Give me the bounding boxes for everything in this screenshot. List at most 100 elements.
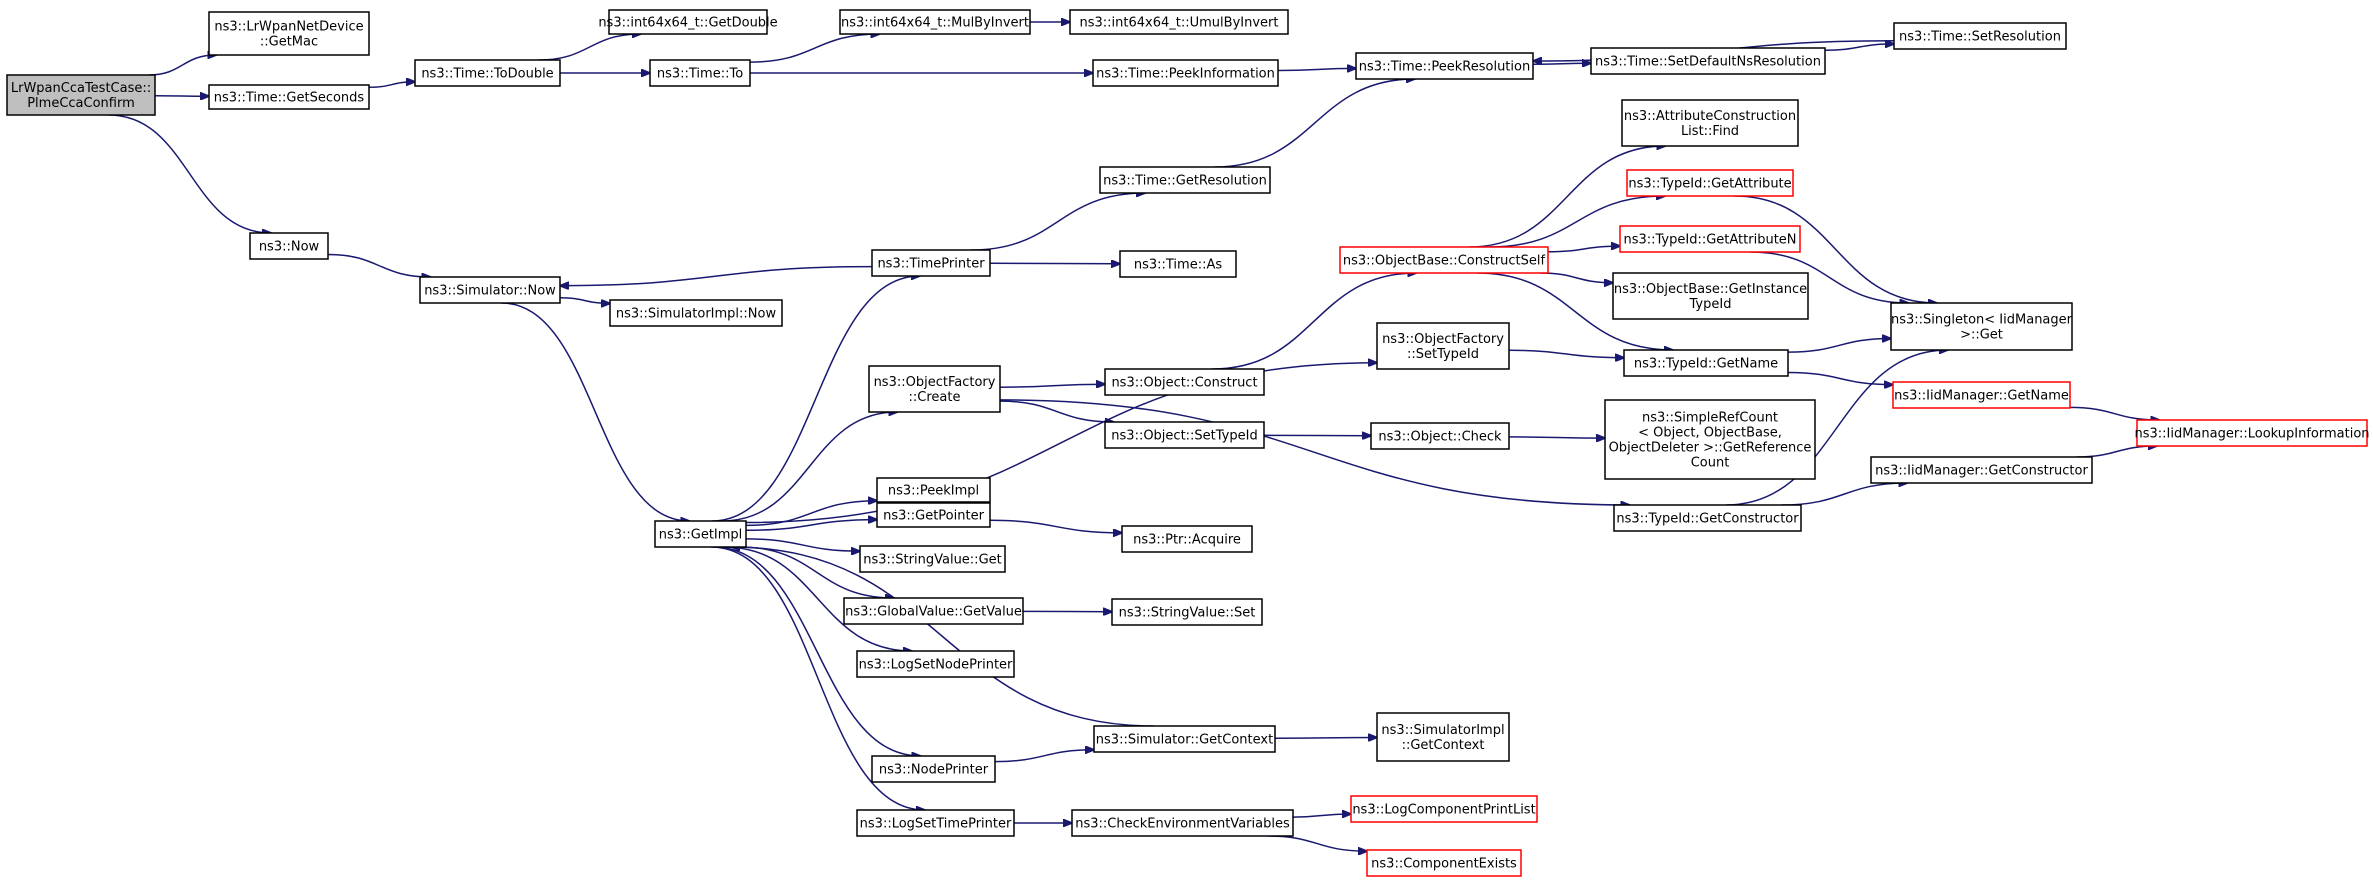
node-box[interactable]	[1613, 504, 1802, 532]
node-box[interactable]	[419, 276, 561, 304]
node-box[interactable]	[1355, 52, 1534, 80]
node-box[interactable]	[249, 232, 329, 260]
node-box[interactable]	[208, 84, 370, 110]
node-box[interactable]	[876, 477, 991, 503]
node-timeas[interactable]: ns3::Time::As	[1119, 250, 1237, 278]
node-box[interactable]	[1099, 166, 1271, 194]
node-box[interactable]	[1370, 422, 1510, 450]
node-box[interactable]	[1366, 849, 1522, 877]
node-simgetcontext[interactable]: ns3::Simulator::GetContext	[1093, 725, 1276, 753]
node-box[interactable]	[1350, 795, 1538, 823]
node-box[interactable]	[1093, 725, 1276, 753]
node-objsettypeid[interactable]: ns3::Object::SetTypeId	[1104, 421, 1265, 449]
node-getattributen[interactable]: ns3::TypeId::GetAttributeN	[1619, 225, 1801, 253]
node-box[interactable]	[2136, 419, 2368, 447]
node-getimpl[interactable]: ns3::GetImpl	[654, 520, 747, 548]
node-mulbyinvert[interactable]: ns3::int64x64_t::MulByInvert	[839, 9, 1031, 35]
node-box[interactable]	[1119, 250, 1237, 278]
node-strvalset[interactable]: ns3::StringValue::Set	[1111, 598, 1263, 626]
node-box[interactable]	[608, 9, 768, 35]
node-setdefaultns[interactable]: ns3::Time::SetDefaultNsResolution	[1590, 47, 1826, 75]
node-logsetnodeprinter[interactable]: ns3::LogSetNodePrinter	[856, 650, 1015, 678]
node-simimplgetcontext[interactable]: ns3::SimulatorImpl::GetContext	[1376, 712, 1510, 762]
node-box[interactable]	[871, 249, 991, 277]
node-box[interactable]	[1104, 368, 1265, 396]
node-box[interactable]	[208, 11, 370, 56]
node-getpointer[interactable]: ns3::GetPointer	[876, 502, 991, 528]
node-peekimpl[interactable]: ns3::PeekImpl	[876, 477, 991, 503]
node-box[interactable]	[1890, 302, 2073, 351]
node-todouble[interactable]: ns3::Time::ToDouble	[414, 59, 561, 87]
node-typeidgetconstructor[interactable]: ns3::TypeId::GetConstructor	[1613, 504, 1802, 532]
node-nodeprinter[interactable]: ns3::NodePrinter	[871, 755, 996, 783]
node-simimplnow[interactable]: ns3::SimulatorImpl::Now	[609, 299, 783, 327]
node-getmac[interactable]: ns3::LrWpanNetDevice::GetMac	[208, 11, 370, 56]
node-box[interactable]	[1604, 399, 1816, 480]
node-box[interactable]	[1069, 9, 1289, 35]
node-setresolution[interactable]: ns3::Time::SetResolution	[1893, 22, 2067, 50]
node-box[interactable]	[868, 365, 1001, 413]
node-logsettimeprinter[interactable]: ns3::LogSetTimePrinter	[856, 809, 1015, 837]
node-box[interactable]	[1621, 99, 1799, 147]
node-now[interactable]: ns3::Now	[249, 232, 329, 260]
node-box[interactable]	[1121, 525, 1253, 553]
node-box[interactable]	[1590, 47, 1826, 75]
node-box[interactable]	[1104, 421, 1265, 449]
node-box[interactable]	[1111, 598, 1263, 626]
node-getattribute[interactable]: ns3::TypeId::GetAttribute	[1626, 169, 1794, 197]
node-getresolution[interactable]: ns3::Time::GetResolution	[1099, 166, 1271, 194]
node-checkenv[interactable]: ns3::CheckEnvironmentVariables	[1071, 809, 1294, 837]
node-simnow[interactable]: ns3::Simulator::Now	[419, 276, 561, 304]
node-box[interactable]	[649, 59, 751, 87]
node-box[interactable]	[1893, 22, 2067, 50]
node-box[interactable]	[609, 299, 783, 327]
node-box[interactable]	[856, 650, 1015, 678]
node-timeprinter[interactable]: ns3::TimePrinter	[871, 249, 991, 277]
node-box[interactable]	[1339, 246, 1549, 274]
node-ofcreate[interactable]: ns3::ObjectFactory::Create	[868, 365, 1001, 413]
node-to[interactable]: ns3::Time::To	[649, 59, 751, 87]
node-peekresolution[interactable]: ns3::Time::PeekResolution	[1355, 52, 1534, 80]
node-obconstructself[interactable]: ns3::ObjectBase::ConstructSelf	[1339, 246, 1549, 274]
node-box[interactable]	[856, 809, 1015, 837]
node-objconstruct[interactable]: ns3::Object::Construct	[1104, 368, 1265, 396]
node-box[interactable]	[876, 502, 991, 528]
node-singletonget[interactable]: ns3::Singleton< IidManager >::Get	[1890, 302, 2073, 351]
node-box[interactable]	[1623, 349, 1789, 377]
node-box[interactable]	[1626, 169, 1794, 197]
node-box[interactable]	[1376, 712, 1510, 762]
node-box[interactable]	[1092, 59, 1279, 87]
node-typeidgetname[interactable]: ns3::TypeId::GetName	[1623, 349, 1789, 377]
node-box[interactable]	[1892, 381, 2071, 409]
node-iidgetconstructor[interactable]: ns3::IidManager::GetConstructor	[1870, 456, 2093, 484]
node-box[interactable]	[843, 597, 1024, 625]
node-box[interactable]	[414, 59, 561, 87]
node-simplerefcount[interactable]: ns3::SimpleRefCount< Object, ObjectBase,…	[1604, 399, 1816, 480]
node-box[interactable]	[1619, 225, 1801, 253]
node-umulbyinvert[interactable]: ns3::int64x64_t::UmulByInvert	[1069, 9, 1289, 35]
node-box[interactable]	[1870, 456, 2093, 484]
node-box[interactable]	[6, 74, 156, 116]
node-gvgetvalue[interactable]: ns3::GlobalValue::GetValue	[843, 597, 1024, 625]
node-iidgetname[interactable]: ns3::IidManager::GetName	[1892, 381, 2071, 409]
node-strvalget[interactable]: ns3::StringValue::Get	[859, 545, 1006, 573]
node-getseconds[interactable]: ns3::Time::GetSeconds	[208, 84, 370, 110]
node-box[interactable]	[654, 520, 747, 548]
node-compexists[interactable]: ns3::ComponentExists	[1366, 849, 1522, 877]
node-box[interactable]	[1612, 272, 1809, 320]
node-getdouble[interactable]: ns3::int64x64_t::GetDouble	[598, 9, 778, 35]
node-box[interactable]	[1071, 809, 1294, 837]
node-box[interactable]	[839, 9, 1031, 35]
node-iidlookup[interactable]: ns3::IidManager::LookupInformation	[2134, 419, 2370, 447]
node-box[interactable]	[859, 545, 1006, 573]
node-box[interactable]	[1376, 322, 1510, 370]
node-box[interactable]	[871, 755, 996, 783]
node-ptracquire[interactable]: ns3::Ptr::Acquire	[1121, 525, 1253, 553]
node-root[interactable]: LrWpanCcaTestCase::PlmeCcaConfirm	[6, 74, 156, 116]
node-peekinformation[interactable]: ns3::Time::PeekInformation	[1092, 59, 1279, 87]
node-objcheck[interactable]: ns3::Object::Check	[1370, 422, 1510, 450]
node-logcompprintlist[interactable]: ns3::LogComponentPrintList	[1350, 795, 1538, 823]
node-ofsettypeid[interactable]: ns3::ObjectFactory::SetTypeId	[1376, 322, 1510, 370]
